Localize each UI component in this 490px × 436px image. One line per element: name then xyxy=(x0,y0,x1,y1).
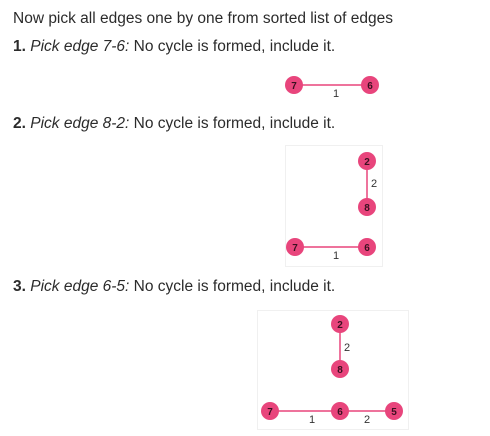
node-label: 6 xyxy=(337,407,343,418)
node-label: 5 xyxy=(391,407,397,418)
node-7 xyxy=(285,76,303,94)
node-6 xyxy=(331,402,349,420)
node-6 xyxy=(361,76,379,94)
node-2 xyxy=(331,315,349,333)
edge-weight: 1 xyxy=(333,250,339,262)
edge-weight: 1 xyxy=(309,414,315,426)
node-label: 7 xyxy=(291,81,297,92)
step-2: 2. Pick edge 8-2: No cycle is formed, in… xyxy=(13,115,335,133)
step-pick: Pick edge 7-6: xyxy=(30,38,130,55)
node-8 xyxy=(331,360,349,378)
node-label: 6 xyxy=(367,81,373,92)
node-8 xyxy=(358,198,376,216)
node-label: 2 xyxy=(337,320,343,331)
graph-3: 2 1 2 2 8 7 6 5 xyxy=(257,310,409,430)
graph-2: 2 1 2 8 7 6 xyxy=(285,145,383,267)
step-number: 1. xyxy=(13,38,26,55)
graph-1: 1 7 6 xyxy=(280,70,390,104)
intro-text: Now pick all edges one by one from sorte… xyxy=(13,10,393,27)
step-3: 3. Pick edge 6-5: No cycle is formed, in… xyxy=(13,278,335,296)
node-7 xyxy=(286,238,304,256)
edge-weight: 1 xyxy=(333,88,339,100)
step-pick: Pick edge 6-5: xyxy=(30,278,130,295)
node-label: 8 xyxy=(337,365,343,376)
step-result: No cycle is formed, include it. xyxy=(133,278,336,295)
node-6 xyxy=(358,238,376,256)
graph-2-svg: 2 1 2 8 7 6 xyxy=(286,152,377,262)
step-1: 1. Pick edge 7-6: No cycle is formed, in… xyxy=(13,38,335,56)
graph-1-svg: 1 7 6 xyxy=(285,76,379,100)
edge-weight: 2 xyxy=(371,178,377,190)
node-5 xyxy=(385,402,403,420)
node-2 xyxy=(358,152,376,170)
step-number: 2. xyxy=(13,115,26,132)
step-pick: Pick edge 8-2: xyxy=(30,115,130,132)
node-label: 2 xyxy=(364,157,370,168)
node-label: 7 xyxy=(292,243,298,254)
node-7 xyxy=(261,402,279,420)
graph-3-svg: 2 1 2 2 8 7 6 5 xyxy=(261,315,403,426)
node-label: 6 xyxy=(364,243,370,254)
edge-weight: 2 xyxy=(364,414,370,426)
node-label: 8 xyxy=(364,203,370,214)
step-number: 3. xyxy=(13,278,26,295)
step-result: No cycle is formed, include it. xyxy=(133,38,336,55)
node-label: 7 xyxy=(267,407,273,418)
edge-weight: 2 xyxy=(344,342,350,354)
step-result: No cycle is formed, include it. xyxy=(133,115,336,132)
